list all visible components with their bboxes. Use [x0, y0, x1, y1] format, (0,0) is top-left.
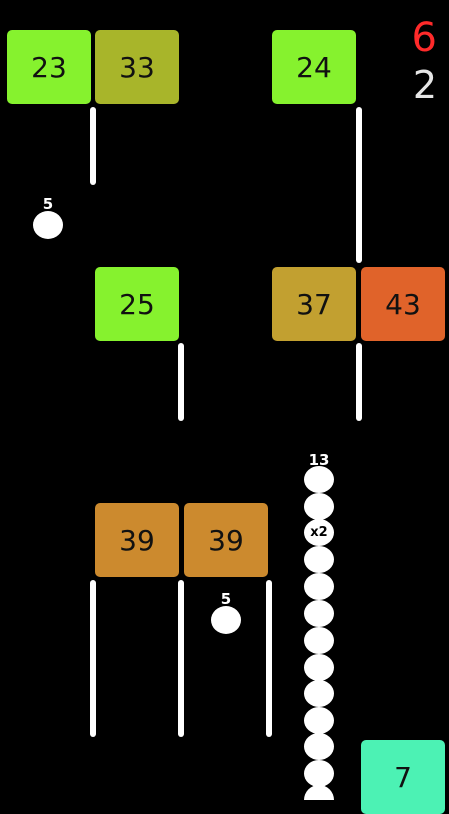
block: 25	[95, 267, 179, 341]
block: 39	[184, 503, 268, 577]
snake-segment	[304, 760, 334, 787]
wall	[266, 580, 272, 737]
wall	[178, 343, 184, 421]
snake-segment	[304, 546, 334, 573]
block: 43	[361, 267, 445, 341]
snake-segment	[304, 627, 334, 654]
snake-segment	[304, 707, 334, 734]
snake-segment	[304, 493, 334, 520]
block: 33	[95, 30, 179, 104]
wall	[90, 580, 96, 737]
wall	[178, 580, 184, 737]
snake-segment	[304, 600, 334, 627]
wall	[356, 107, 362, 263]
snake-segment	[304, 466, 334, 493]
wall	[90, 107, 96, 185]
current-score: 2	[412, 63, 437, 107]
block: 37	[272, 267, 356, 341]
block: 23	[7, 30, 91, 104]
pickup-ball	[211, 606, 241, 634]
pickup-value: 5	[42, 195, 54, 213]
snake-segment	[304, 733, 334, 760]
block: 24	[272, 30, 356, 104]
multiplier-segment: x2	[304, 519, 334, 546]
snake-segment	[304, 785, 334, 800]
block: 7	[361, 740, 445, 814]
wall	[356, 343, 362, 421]
block: 39	[95, 503, 179, 577]
pickup-value: 5	[220, 590, 232, 608]
snake-segment	[304, 573, 334, 600]
snake-segment	[304, 680, 334, 707]
snake-segment	[304, 654, 334, 681]
best-score: 6	[411, 15, 437, 61]
pickup-ball	[33, 211, 63, 239]
snake-length: 13	[308, 451, 330, 469]
